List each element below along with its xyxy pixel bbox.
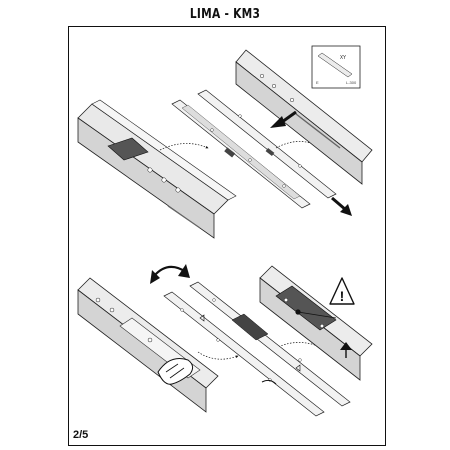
document-title: LIMA - KM3 [189, 7, 261, 22]
slide-rail-pair-bottom [163, 281, 351, 417]
mounting-bracket-bottom [275, 285, 337, 331]
hand-icon [157, 358, 194, 385]
cabinet-side-top-left [77, 99, 237, 239]
warning-triangle-icon: ! [329, 277, 355, 305]
model-reference-card: XY E L-300 [311, 45, 361, 89]
page-number: 2/5 [73, 429, 89, 441]
small-push-arrow-icon [340, 342, 352, 358]
slide-rail-pair-top [171, 89, 337, 209]
warning-symbol: ! [340, 288, 345, 304]
cabinet-side-bottom-left [77, 277, 219, 413]
push-arrow-icon [270, 110, 297, 128]
mounting-bracket [107, 137, 149, 161]
pull-arrow-icon [331, 196, 352, 216]
rotate-arrow-icon [150, 264, 190, 284]
dotted-transfer-arrow-bottom-right [275, 342, 319, 349]
cabinet-side-top-right [235, 49, 373, 185]
cabinet-side-bottom-right [259, 265, 373, 381]
dotted-transfer-arrow [159, 143, 209, 151]
model-label-left: E [316, 80, 319, 85]
dotted-transfer-arrow-bottom-left [197, 351, 239, 360]
model-label-right: L-300 [346, 80, 357, 85]
instruction-panel [68, 26, 386, 446]
model-code: XY [340, 55, 346, 61]
